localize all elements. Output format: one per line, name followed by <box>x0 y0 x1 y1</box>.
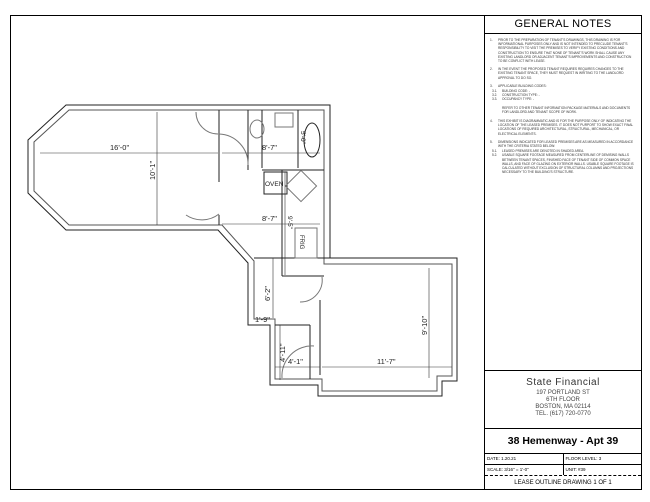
dim-kitchen-width: 8'-7" <box>262 214 277 223</box>
frig-label: FRIG <box>298 235 304 250</box>
note-refer: REFER TO OTHER TENANT INFORMATION PACKAG… <box>502 105 631 114</box>
company-address-2: 6TH FLOOR <box>546 397 580 403</box>
scale-field: SCALE: 3/16" = 1'-0" <box>487 467 529 472</box>
note-subitem: 3.1.BUILDING CODE: - <box>492 89 530 94</box>
company-address-3: BOSTON, MA 02114 <box>535 404 591 410</box>
company-block: State Financial 197 PORTLAND ST 6TH FLOO… <box>485 371 641 429</box>
dim-bedroom-width: 11'-7" <box>377 357 396 366</box>
dim-kitchen-depth: 9'-5" <box>286 216 293 230</box>
company-address-1: 197 PORTLAND ST <box>536 390 590 396</box>
dim-living-depth: 10'-1" <box>148 161 157 180</box>
notes-title: GENERAL NOTES <box>485 15 641 34</box>
dim-closet-depth: 4'-11" <box>278 343 287 362</box>
dim-hall-width: 1'-9" <box>255 315 270 324</box>
project-title: 38 Hemenway - Apt 39 <box>485 429 641 454</box>
title-block: State Financial 197 PORTLAND ST 6TH FLOO… <box>484 370 642 490</box>
note-subitem: 3.2.CONSTRUCTION TYPE: - <box>492 93 540 98</box>
bathtub <box>303 122 321 158</box>
note-item: 3.APPLICABLE BUILDING CODES: <box>490 83 547 88</box>
company-name: State Financial <box>526 377 600 388</box>
outer-wall <box>27 104 458 397</box>
fridge <box>294 227 318 259</box>
unit-field: UNIT: #39 <box>562 465 642 475</box>
general-notes-panel: GENERAL NOTES 1.PRIOR TO THE PREPARATION… <box>484 15 642 370</box>
note-subitem: 5.2.USABLE SQUARE FOOTAGE MEASURED FROM … <box>492 153 634 175</box>
company-phone: TEL. (617) 720-0770 <box>535 411 591 417</box>
dim-hall: 6'-2" <box>263 286 272 301</box>
date-field: DATE: 1.20.21 <box>487 456 517 461</box>
dim-bedroom-depth: 9'-10" <box>420 316 429 335</box>
note-subitem: 5.1.LEASED PREMISES ARE DENOTED IN SHADE… <box>492 149 585 154</box>
note-subitem: 3.3.OCCUPANCY TYPE: - <box>492 97 535 102</box>
dim-bath-width: 8'-7" <box>262 143 277 152</box>
toilet <box>249 119 265 139</box>
dim-closet-width: 4'-1" <box>288 357 303 366</box>
note-item: 5.DIMENSIONS INDICATED FOR LEASED PREMIS… <box>490 139 634 149</box>
note-item: 4.THIS EXHIBIT IS DIAGRAMMATIC AND IS FO… <box>490 119 634 136</box>
sheet-label: LEASE OUTLINE DRAWING 1 OF 1 <box>514 480 612 486</box>
door-swing <box>185 213 220 221</box>
bath-sink <box>274 112 294 128</box>
dim-tub: 5'-0" <box>299 131 306 145</box>
dim-living-width: 16'-0" <box>110 143 129 152</box>
note-item: 1.PRIOR TO THE PREPARATION OF TENANT'S D… <box>490 38 632 64</box>
note-item: 2.IN THE EVENT THE PROPOSED TENANT REQUI… <box>490 67 624 80</box>
floor-level-field: FLOOR LEVEL: 3 <box>562 454 642 464</box>
kitchen-sink <box>284 169 318 203</box>
inner-wall <box>33 109 453 392</box>
oven-label: OVEN <box>265 181 284 188</box>
oven <box>263 171 288 195</box>
